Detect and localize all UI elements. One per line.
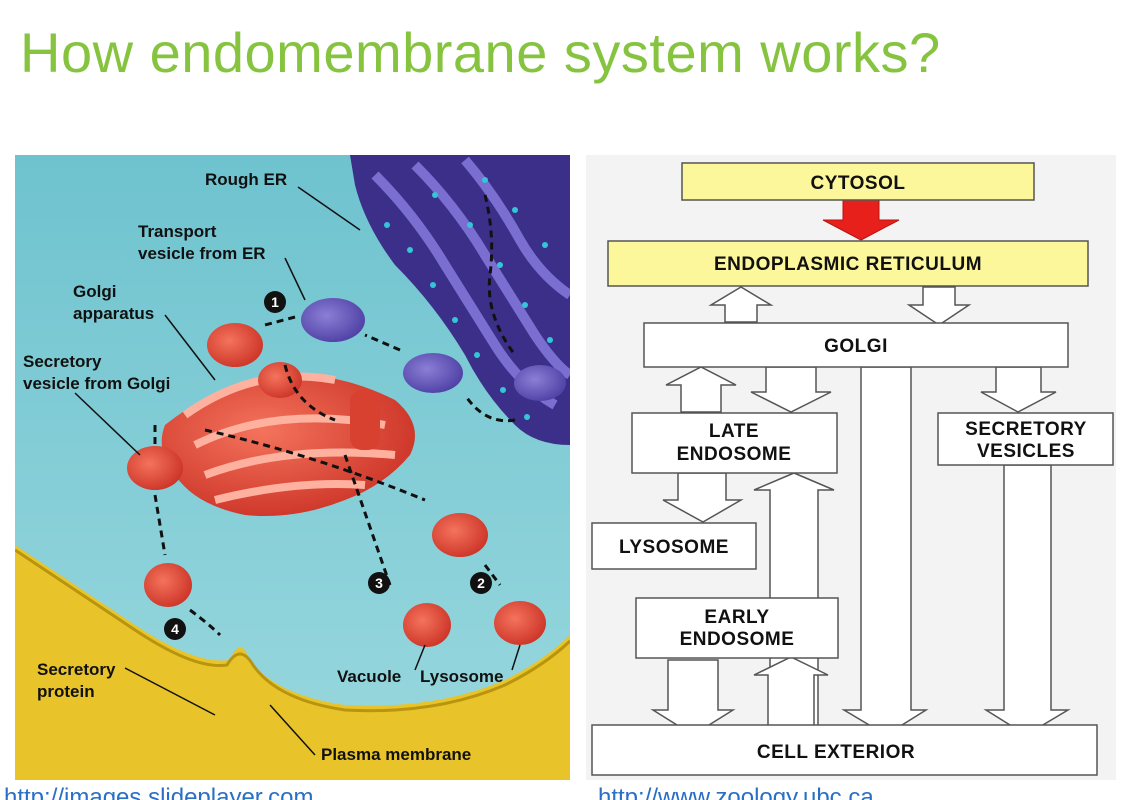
golgi-apparatus <box>161 323 415 516</box>
endomembrane-illustration: Rough ER Transport vesicle from ER Golgi… <box>15 155 570 780</box>
transport-vesicle <box>301 298 365 342</box>
early-endosome-label-2: ENDOSOME <box>680 629 795 650</box>
arrow-er-to-golgi <box>906 286 972 326</box>
plasma-membrane <box>15 545 570 780</box>
cell-exterior-label: CELL EXTERIOR <box>757 742 915 763</box>
secretory-label-2: VESICLES <box>977 441 1075 462</box>
arrow-golgi-to-late <box>750 366 832 413</box>
arrow-early-to-exterior <box>650 659 736 736</box>
box-early-endosome <box>635 597 839 659</box>
secretory-label-1: SECRETORY <box>965 419 1087 440</box>
step-2-marker: 2 <box>470 572 492 594</box>
source-link-right[interactable]: http://www.zoology.ubc.ca <box>598 784 874 800</box>
lysosome-label: LYSOSOME <box>619 537 729 558</box>
cytosol-label: CYTOSOL <box>811 173 906 194</box>
step-3-marker: 3 <box>368 572 390 594</box>
arrow-golgi-to-er <box>708 286 774 323</box>
arrow-golgi-to-secretory <box>980 366 1057 413</box>
late-endosome-label-2: ENDOSOME <box>677 444 792 465</box>
late-endosome-label-1: LATE <box>709 421 759 442</box>
box-late-endosome <box>631 412 838 474</box>
er-label: ENDOPLASMIC RETICULUM <box>714 254 982 275</box>
source-link-left[interactable]: http://images.slideplayer.com <box>4 784 314 800</box>
step-4-marker: 4 <box>164 618 186 640</box>
box-secretory-vesicles <box>937 412 1114 466</box>
box-er <box>607 240 1089 287</box>
arrow-late-to-lysosome <box>662 472 744 523</box>
box-cell-exterior <box>591 724 1098 776</box>
arrow-golgi-to-exterior <box>841 366 929 736</box>
arrow-late-to-golgi <box>665 366 737 413</box>
label-secretory-vesicle-1: Secretory <box>23 352 102 371</box>
early-endosome-label-1: EARLY <box>704 607 769 628</box>
box-golgi <box>643 322 1069 368</box>
label-rough-er: Rough ER <box>205 170 287 189</box>
svg-text:1: 1 <box>271 294 279 310</box>
arrow-secretory-to-exterior <box>983 464 1071 736</box>
step-1-marker: 1 <box>264 291 286 313</box>
arrow-cytosol-to-er <box>822 199 900 241</box>
label-transport-vesicle-1: Transport <box>138 222 217 241</box>
label-golgi-1: Golgi <box>73 282 116 301</box>
secretory-vesicle <box>127 446 183 490</box>
golgi-label: GOLGI <box>824 336 888 357</box>
label-transport-vesicle-2: vesicle from ER <box>138 244 266 263</box>
label-lysosome: Lysosome <box>420 667 503 686</box>
svg-text:2: 2 <box>477 575 485 591</box>
svg-text:4: 4 <box>171 621 179 637</box>
trafficking-flow-diagram: CYTOSOL ENDOPLASMIC RETICULUM GOLGI LATE… <box>586 155 1116 780</box>
label-secretory-protein-2: protein <box>37 682 95 701</box>
label-golgi-2: apparatus <box>73 304 154 323</box>
label-secretory-vesicle-2: vesicle from Golgi <box>23 374 170 393</box>
slide-title: How endomembrane system works? <box>20 21 941 84</box>
vacuole-vesicle <box>403 603 451 647</box>
box-cytosol <box>681 162 1035 201</box>
label-secretory-protein-1: Secretory <box>37 660 116 679</box>
box-lysosome <box>591 522 757 570</box>
svg-text:3: 3 <box>375 575 383 591</box>
lysosome-vesicle <box>494 601 546 645</box>
label-vacuole: Vacuole <box>337 667 401 686</box>
label-plasma-membrane: Plasma membrane <box>321 745 471 764</box>
